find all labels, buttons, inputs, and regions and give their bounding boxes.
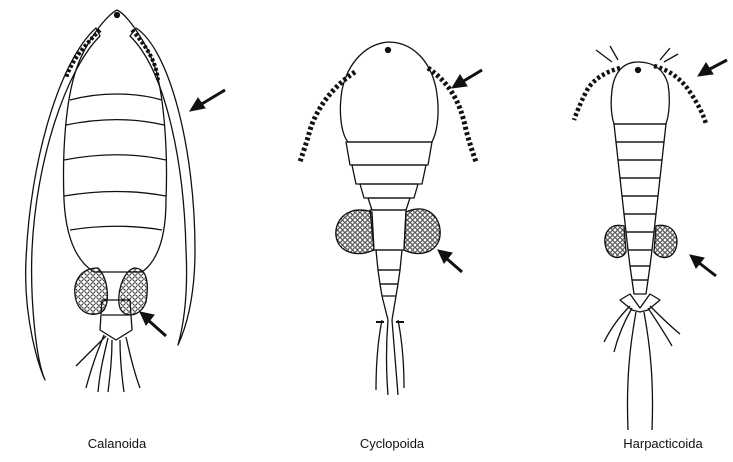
calanoida-eye [115, 13, 120, 18]
harpacticoida-right-egg-sac [654, 225, 677, 257]
arrow-icon [690, 255, 716, 276]
harpacticoida-right-antenna [654, 66, 706, 124]
harpacticoida-specimen [574, 46, 706, 430]
cyclopoida-body [340, 42, 438, 142]
calanoida-left-antenna [26, 28, 100, 380]
cyclopoida-left-egg-sac [336, 210, 374, 254]
cyclopoida-specimen [300, 42, 476, 395]
harpacticoida-eye [636, 68, 641, 73]
arrow-icon [190, 90, 225, 111]
harpacticoida-left-egg-sac [605, 225, 626, 257]
calanoida-right-egg-sac [119, 268, 148, 315]
caption-cyclopoida: Cyclopoida [360, 436, 424, 451]
caption-calanoida: Calanoida [88, 436, 147, 451]
arrow-icon [438, 250, 462, 272]
arrow-icon [698, 60, 727, 76]
cyclopoida-eye [386, 48, 391, 53]
harpacticoida-caudal-setae [604, 306, 680, 430]
cyclopoida-urosome [376, 250, 402, 270]
cyclopoida-right-egg-sac [404, 209, 440, 254]
harpacticoida-left-antenna [574, 68, 620, 120]
calanoida-specimen [26, 10, 195, 392]
harpacticoida-urosome [626, 232, 654, 250]
calanoida-left-egg-sac [75, 268, 108, 314]
arrow-icon [140, 312, 166, 336]
caption-harpacticoida: Harpacticoida [623, 436, 703, 451]
arrow-icon [452, 70, 482, 88]
cyclopoida-caudal-setae [376, 320, 404, 395]
calanoida-caudal-setae [76, 335, 140, 392]
